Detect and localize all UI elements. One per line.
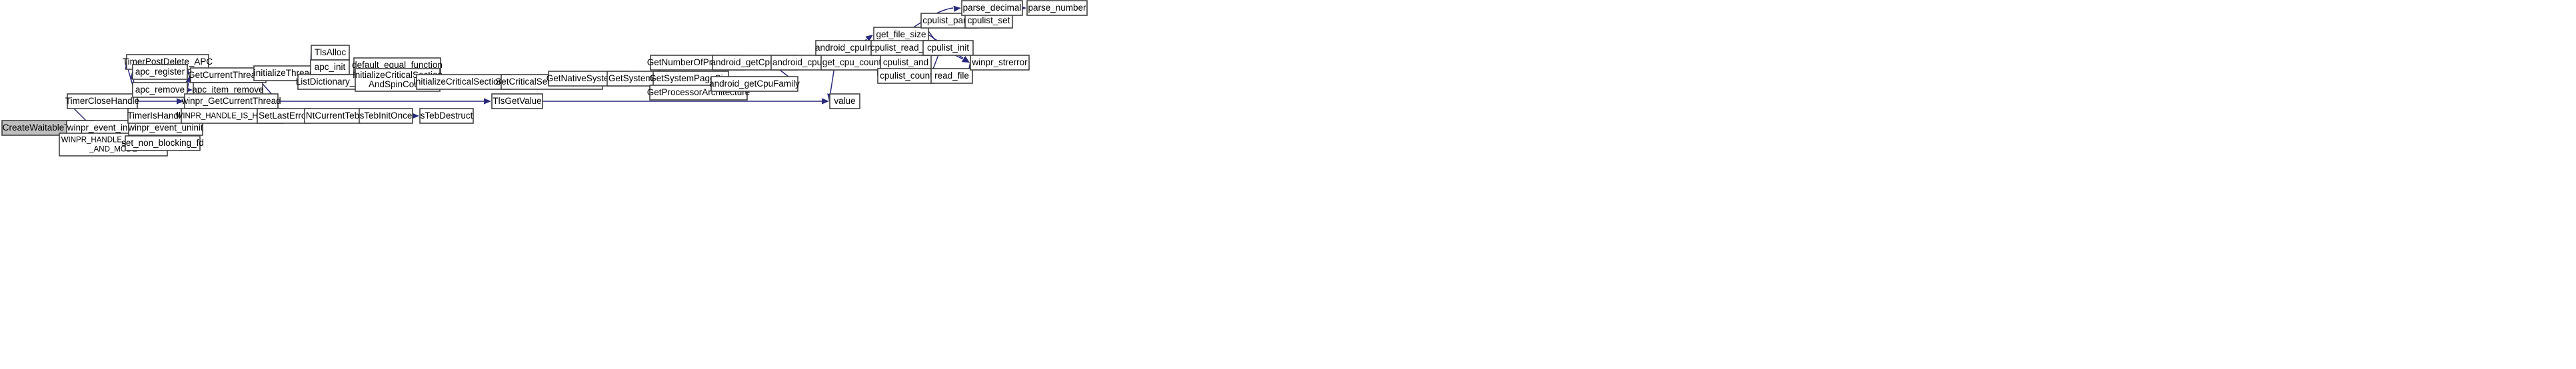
node-TlsAlloc[interactable]: TlsAlloc [311,45,350,61]
node-label-set_non_blocking_fd: set_non_blocking_fd [121,138,204,148]
node-TimerCloseHandle[interactable]: TimerCloseHandle [65,93,139,109]
node-label-winpr_event_uninit: winpr_event_uninit [127,123,203,133]
node-TimerIsHandled[interactable]: TimerIsHandled [127,108,191,124]
node-cpulist_parse[interactable]: cpulist_parse [920,13,978,29]
node-label-winpr_strerror: winpr_strerror [971,57,1028,67]
node-label-default_equal_function: default_equal_function [352,60,443,70]
node-winpr_event_uninit[interactable]: winpr_event_uninit [127,120,203,136]
node-label-InitializeCriticalSectionEx: InitializeCriticalSectionEx [413,77,514,87]
node-box-sTebInitOnce[interactable] [359,108,413,124]
node-label-value: value [834,96,855,106]
node-label-parse_decimal: parse_decimal [963,3,1022,13]
node-parse_decimal[interactable]: parse_decimal [961,0,1023,16]
node-box-read_file[interactable] [930,68,973,84]
node-box-apc_remove[interactable] [132,82,188,98]
node-label-parse_number: parse_number [1028,3,1086,13]
node-label-cpulist_set: cpulist_set [968,15,1010,25]
node-box-TlsGetValue[interactable] [491,93,543,109]
node-label-ListDictionary_New: ListDictionary_New [296,77,373,87]
node-label-NtCurrentTeb: NtCurrentTeb [306,111,359,121]
node-box-sTebDestruct[interactable] [419,108,474,124]
node-TlsGetValue[interactable]: TlsGetValue [491,93,543,109]
node-sTebInitOnce[interactable]: sTebInitOnce [359,108,413,124]
node-label-cpulist_init: cpulist_init [927,43,969,53]
node-box-parse_number[interactable] [1026,0,1088,16]
node-box-parse_decimal[interactable] [961,0,1023,16]
node-label-read_file: read_file [934,71,969,81]
node-set_non_blocking_fd[interactable]: set_non_blocking_fd [121,135,204,151]
node-apc_init[interactable]: apc_init [310,59,350,75]
node-label-cpulist_and: cpulist_and [883,57,928,67]
node-label-TimerCloseHandle: TimerCloseHandle [65,96,139,106]
node-label-GetCurrentThreadId: GetCurrentThreadId [188,70,269,80]
node-label-get_cpu_count: get_cpu_count [822,57,882,67]
node-box-cpulist_init[interactable] [922,40,974,56]
node-label-TimerIsHandled: TimerIsHandled [127,111,191,121]
node-label-apc_init: apc_init [315,62,346,72]
node-label-apc_item_remove: apc_item_remove [192,85,263,95]
node-GetCurrentThreadId[interactable]: GetCurrentThreadId [188,67,269,83]
node-label-cpulist_count: cpulist_count [880,71,932,81]
node-parse_number[interactable]: parse_number [1026,0,1088,16]
node-label-android_getCpuFamily: android_getCpuFamily [709,79,800,89]
node-winpr_strerror[interactable]: winpr_strerror [970,55,1030,71]
node-android_getCpuFamily[interactable]: android_getCpuFamily [709,76,800,92]
node-label-android_cpuInit: android_cpuInit [772,57,834,67]
node-box-apc_register[interactable] [132,64,188,80]
node-label-SetLastError: SetLastError [259,111,309,121]
node-label-TlsAlloc: TlsAlloc [315,47,347,57]
node-winpr_GetCurrentThread[interactable]: winpr_GetCurrentThread [181,93,281,109]
node-label-InitializeCriticalSectionAndSpinCount-line2: AndSpinCount [369,79,427,89]
node-label-sTebDestruct: sTebDestruct [421,111,473,121]
node-cpulist_and[interactable]: cpulist_and [880,55,932,71]
node-apc_remove[interactable]: apc_remove [132,82,188,98]
node-value[interactable]: value [829,93,860,109]
node-apc_register[interactable]: apc_register [132,64,188,80]
node-NtCurrentTeb[interactable]: NtCurrentTeb [304,108,361,124]
node-SetLastError[interactable]: SetLastError [257,108,311,124]
node-label-winpr_GetCurrentThread: winpr_GetCurrentThread [181,96,281,106]
node-label-apc_register: apc_register [135,67,185,77]
node-ListDictionary_New[interactable]: ListDictionary_New [296,74,373,90]
node-cpulist_init[interactable]: cpulist_init [922,40,974,56]
node-box-android_getCpuFamily[interactable] [710,76,798,92]
node-box-winpr_strerror[interactable] [970,55,1030,71]
node-label-get_file_size: get_file_size [876,29,926,39]
node-box-value[interactable] [829,93,860,109]
node-get_file_size[interactable]: get_file_size [873,27,929,43]
node-read_file[interactable]: read_file [930,68,973,84]
node-cpulist_count[interactable]: cpulist_count [877,68,935,84]
node-android_cpuInit[interactable]: android_cpuInit [770,55,836,71]
node-label-sTebInitOnce: sTebInitOnce [360,111,413,121]
node-label-TlsGetValue: TlsGetValue [493,96,541,106]
node-label-apc_remove: apc_remove [135,85,185,95]
node-get_cpu_count[interactable]: get_cpu_count [820,55,883,71]
node-sTebDestruct[interactable]: sTebDestruct [419,108,474,124]
node-label-winpr_event_init: winpr_event_init [67,123,133,133]
node-box-set_non_blocking_fd[interactable] [125,135,201,151]
node-cpulist_set[interactable]: cpulist_set [964,13,1013,29]
node-box-TimerCloseHandle[interactable] [67,93,138,109]
node-label-cpulist_parse: cpulist_parse [922,15,976,25]
